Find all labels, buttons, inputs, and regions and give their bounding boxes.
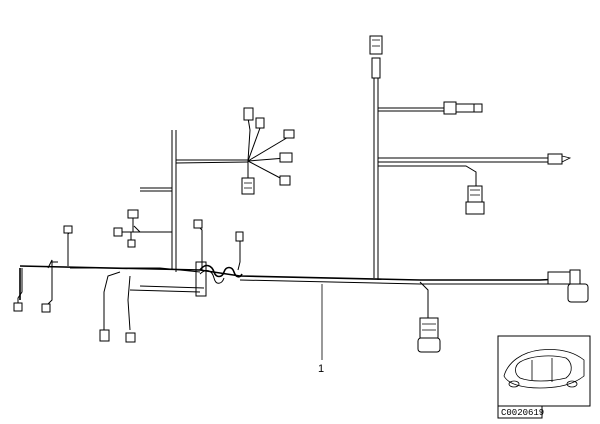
connector-fan-3 — [283, 129, 295, 139]
connector-lower-2 — [125, 332, 136, 343]
connector-right-1a — [443, 101, 457, 115]
coil-grommet — [195, 261, 243, 297]
connector-cluster-b — [113, 227, 123, 237]
vehicle-inset: C0020619 — [497, 335, 591, 419]
connector-top-sleeve — [371, 57, 381, 79]
lower-right-branch — [417, 269, 589, 353]
connector-right-3 — [467, 185, 483, 203]
connector-left-3 — [63, 225, 73, 234]
part-number-label: 1 — [318, 363, 324, 375]
left-branches — [13, 225, 205, 343]
connector-top-main — [369, 35, 383, 55]
connector-cluster-c — [127, 239, 136, 248]
part-callout: 1 — [318, 284, 324, 375]
car-outline-icon — [503, 349, 585, 389]
connector-fan-2 — [255, 117, 265, 129]
connector-fan-1 — [243, 107, 254, 121]
connector-fan-5 — [279, 175, 291, 186]
connector-left-1 — [13, 302, 23, 312]
upper-left-branch — [113, 130, 249, 272]
connector-right-3b — [465, 201, 485, 215]
connector-far-right-housing — [567, 283, 589, 303]
connector-lower-1 — [99, 329, 110, 342]
connector-right-1b — [455, 103, 475, 113]
connector-branch-drop — [193, 219, 203, 229]
connector-right-2 — [547, 153, 563, 165]
connector-lower-right-body — [417, 337, 441, 353]
connector-cluster-a — [127, 209, 139, 219]
connector-right-1c — [473, 103, 483, 113]
upper-right-branch — [369, 35, 572, 280]
fan-connector-cluster — [241, 107, 295, 195]
reference-code-label: C0020619 — [501, 408, 544, 418]
connector-small-top — [235, 231, 244, 242]
connector-left-2 — [41, 303, 51, 313]
inset-frame — [497, 335, 591, 407]
connector-fan-4 — [279, 152, 293, 163]
connector-fan-6 — [241, 177, 255, 195]
reference-code-box — [497, 405, 543, 419]
connector-lower-right — [419, 317, 439, 339]
connector-far-right — [547, 271, 571, 285]
